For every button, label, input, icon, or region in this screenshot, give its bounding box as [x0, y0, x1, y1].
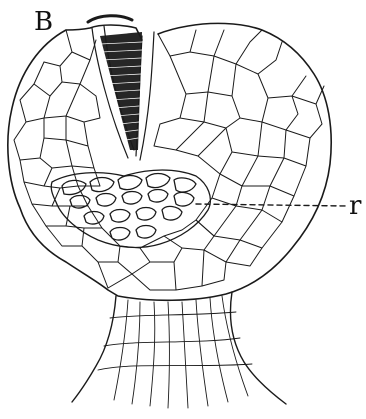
cell-network-right	[154, 30, 324, 248]
stalk-outline	[72, 292, 286, 404]
stalk-lines	[98, 296, 252, 408]
cell-network-left	[14, 30, 102, 246]
inner-cell-cluster	[51, 170, 210, 247]
cell-network-lower	[82, 220, 262, 290]
panel-label: B	[34, 7, 53, 37]
pointer-label: r	[349, 191, 362, 221]
pointer-line	[196, 204, 346, 206]
upper-arc-fragment	[88, 16, 132, 22]
